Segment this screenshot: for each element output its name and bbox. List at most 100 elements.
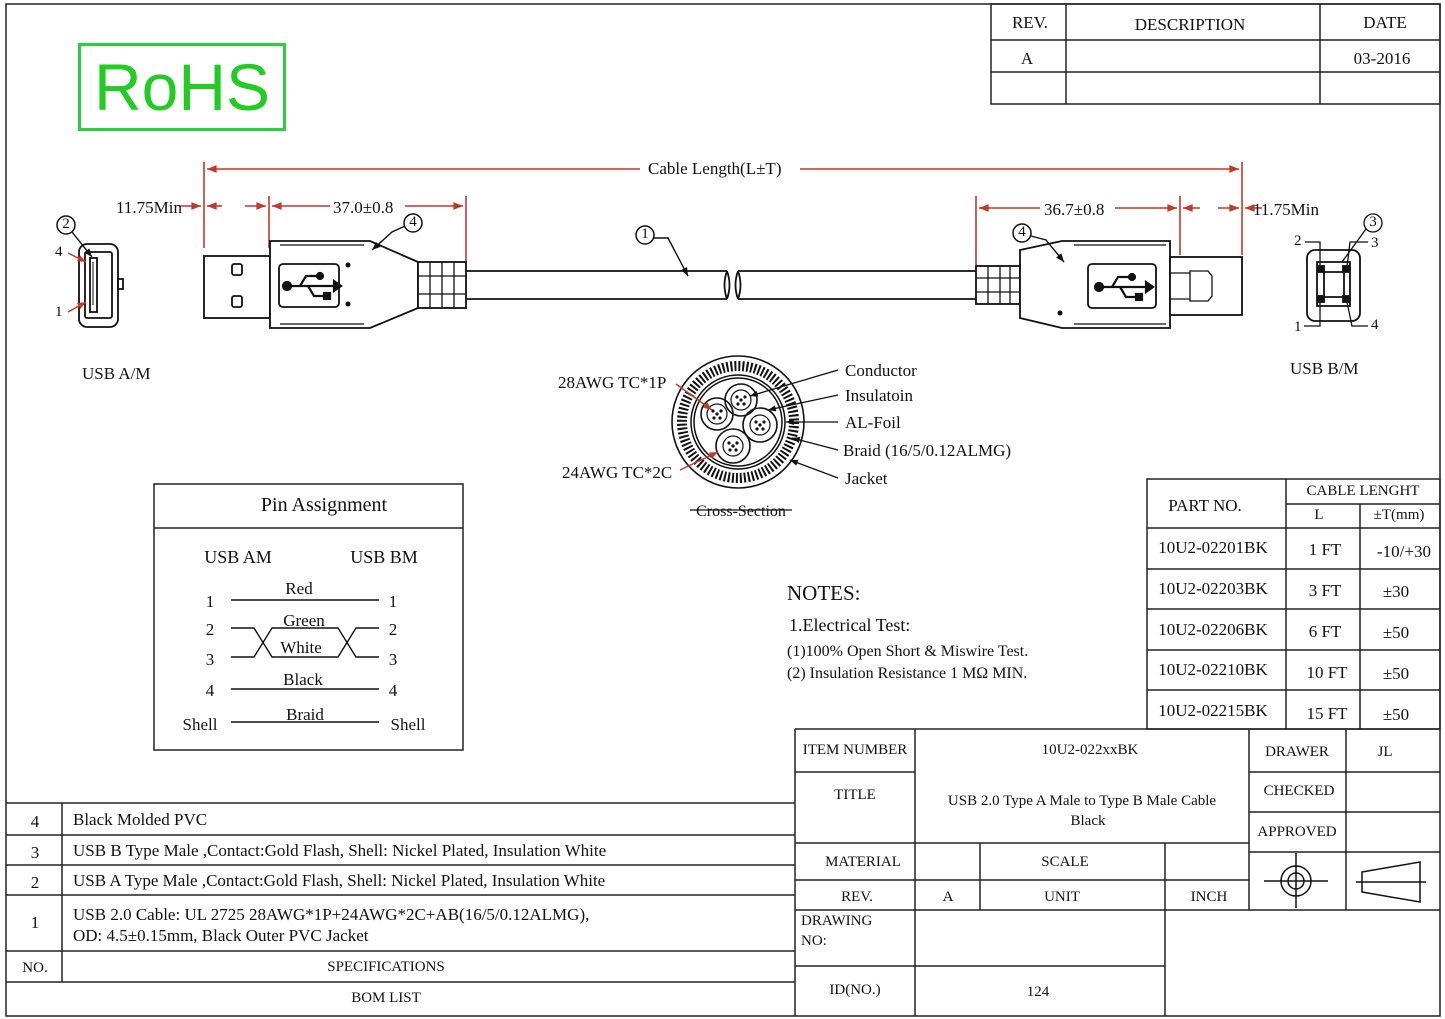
item-number-value: 10U2-022xxBK: [1041, 742, 1139, 758]
rev-label: REV.: [841, 889, 873, 905]
part-row-3-l: 6 FT: [1308, 622, 1342, 641]
projection-symbol: [1264, 853, 1426, 908]
pin-wire-braid: Braid: [286, 705, 324, 724]
part-row-1-l: 1 FT: [1308, 540, 1342, 559]
bom-row-2-spec: USB A Type Male ,Contact:Gold Flash, She…: [73, 871, 606, 890]
usb-symbol-b: [1093, 272, 1155, 302]
checked-label: CHECKED: [1263, 783, 1335, 799]
cable-length-header: CABLE LENGHT: [1306, 483, 1420, 499]
cross-section-title: Cross-Section: [696, 503, 786, 520]
pin-right-2: 2: [388, 620, 398, 639]
rev-header: REV.: [1011, 13, 1049, 32]
bom-row-4-spec: Black Molded PVC: [73, 810, 208, 829]
part-row-5-part: 10U2-02215BK: [1158, 701, 1268, 720]
callout-4-left: 4: [409, 214, 417, 230]
usb-a-end-view: [78, 243, 124, 328]
cross-label-foil: AL-Foil: [845, 413, 901, 432]
callout-3: 3: [1369, 214, 1377, 230]
part-row-2-part: 10U2-02203BK: [1158, 579, 1268, 598]
usb-a-connector: [203, 240, 467, 329]
cable-length-label: Cable Length(L±T): [648, 159, 782, 178]
material-label: MATERIAL: [825, 854, 901, 870]
part-row-3-t: ±50: [1382, 623, 1410, 642]
usb-a-pin-1: 1: [55, 304, 63, 320]
part-row-4-t: ±50: [1382, 664, 1410, 683]
part-row-5-t: ±50: [1382, 705, 1410, 724]
note-item-1: (1)100% Open Short & Miswire Test.: [787, 643, 1029, 660]
usb-b-pin-3: 3: [1371, 235, 1379, 251]
bom-row-1-spec: USB 2.0 Cable: UL 2725 28AWG*1P+24AWG*2C…: [73, 905, 590, 924]
part-row-2-t: ±30: [1382, 582, 1410, 601]
left-length-label: 37.0±0.8: [333, 198, 394, 217]
usb-b-pin-4: 4: [1371, 317, 1379, 333]
bom-row-3-spec: USB B Type Male ,Contact:Gold Flash, She…: [73, 841, 607, 860]
bom-no-header: NO.: [22, 960, 48, 976]
pin-left-4: 4: [205, 681, 215, 700]
drawer-label: DRAWER: [1265, 744, 1329, 760]
unit-label: UNIT: [1044, 889, 1080, 905]
callout-1: 1: [641, 226, 649, 242]
usb-b-label: USB B/M: [1290, 359, 1359, 378]
description-header: DESCRIPTION: [1134, 15, 1246, 34]
pin-left-shell: Shell: [182, 715, 218, 734]
part-row-3-part: 10U2-02206BK: [1158, 620, 1268, 639]
title-block-lines: [794, 728, 1440, 1016]
pin-wires: [231, 599, 379, 723]
part-row-4-l: 10 FT: [1306, 663, 1348, 682]
cross-label-conductor: Conductor: [845, 361, 917, 380]
bom-spec-header: SPECIFICATIONS: [327, 959, 445, 975]
bom-table-lines: [6, 802, 795, 983]
pin-wire-red: Red: [285, 579, 313, 598]
id-label: ID(NO.): [829, 982, 881, 998]
cross-label-insulation: Insulatoin: [845, 386, 913, 405]
bom-row-2-no: 2: [30, 873, 40, 892]
pin-col-usb-bm: USB BM: [350, 547, 418, 567]
pin-col-usb-am: USB AM: [204, 547, 272, 567]
bom-row-1-spec-line2: OD: 4.5±0.15mm, Black Outer PVC Jacket: [73, 926, 369, 945]
date-value: 03-2016: [1353, 49, 1411, 68]
t-header: ±T(mm): [1373, 507, 1425, 523]
drawing-no-label-2: NO:: [801, 933, 827, 949]
l-header: L: [1314, 507, 1324, 523]
part-row-4-part: 10U2-02210BK: [1158, 660, 1268, 679]
title-line-2: Black: [1070, 813, 1106, 829]
pin-assignment-title: Pin Assignment: [260, 494, 388, 516]
right-length-label: 36.7±0.8: [1044, 200, 1105, 219]
pin-left-1: 1: [205, 592, 215, 611]
pin-left-2: 2: [205, 620, 215, 639]
left-min-label: 11.75Min: [116, 198, 182, 217]
rev-value: A: [1020, 49, 1034, 68]
cross-label-24awg: 24AWG TC*2C: [562, 463, 673, 482]
callout-2: 2: [62, 216, 70, 232]
pin-assignment-lines: [153, 483, 464, 751]
part-row-2-l: 3 FT: [1308, 581, 1342, 600]
title-label: TITLE: [834, 787, 876, 803]
pin-right-3: 3: [388, 650, 398, 669]
title-line-1: USB 2.0 Type A Male to Type B Male Cable: [947, 793, 1217, 809]
bom-row-3-no: 3: [30, 843, 40, 862]
item-number-label: ITEM NUMBER: [802, 742, 908, 758]
pin-wire-white: White: [280, 638, 322, 657]
usb-b-pin-2: 2: [1294, 233, 1302, 249]
rev-value-tb: A: [942, 889, 954, 905]
part-row-5-l: 15 FT: [1306, 704, 1348, 723]
scale-label: SCALE: [1041, 854, 1089, 870]
notes-heading: 1.Electrical Test:: [789, 615, 911, 635]
cross-label-braid: Braid (16/5/0.12ALMG): [843, 441, 1012, 460]
note-item-2: (2) Insulation Resistance 1 MΩ MIN.: [787, 665, 1028, 682]
usb-a-pin-4: 4: [55, 244, 63, 260]
cable: [466, 270, 976, 300]
pin-wire-black: Black: [283, 670, 323, 689]
dimension-lines: [180, 162, 1262, 265]
date-header: DATE: [1363, 13, 1407, 32]
usb-a-label: USB A/M: [82, 364, 151, 383]
callout-4-right: 4: [1018, 224, 1026, 240]
usb-b-connector: [975, 240, 1243, 329]
part-row-1-part: 10U2-02201BK: [1158, 538, 1268, 557]
bom-row-1-no: 1: [30, 913, 40, 932]
cross-label-jacket: Jacket: [845, 469, 888, 488]
approved-label: APPROVED: [1257, 824, 1337, 840]
pin-left-3: 3: [205, 650, 215, 669]
unit-value: INCH: [1190, 889, 1228, 905]
